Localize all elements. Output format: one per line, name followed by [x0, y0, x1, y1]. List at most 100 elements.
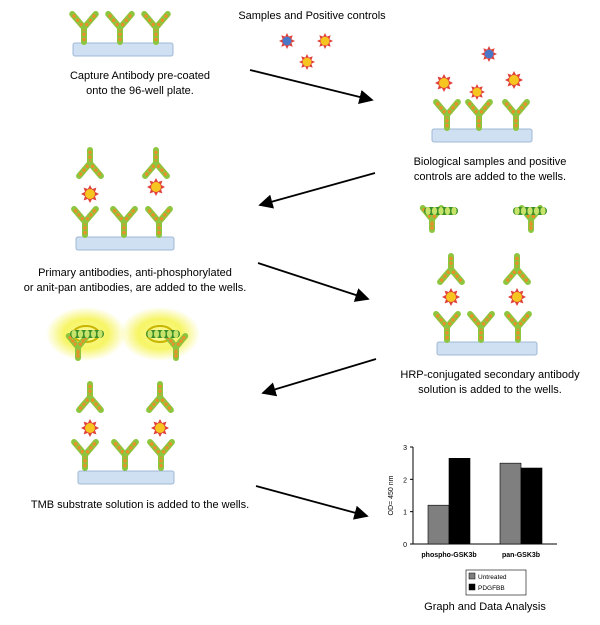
antibody-bead: [174, 354, 178, 358]
legend-swatch: [468, 583, 476, 591]
antibody-bead: [148, 168, 152, 172]
antibody-bead: [92, 209, 97, 213]
antibody-bead: [75, 18, 80, 23]
antibody-bead: [167, 406, 172, 410]
antibody-bead: [168, 442, 173, 446]
antibody-bead: [132, 442, 137, 446]
antibody-bead: [432, 214, 437, 219]
antibody-bead: [447, 109, 452, 114]
antibody-bead: [156, 164, 161, 169]
antibody-bead: [83, 463, 87, 468]
antibody-bead: [72, 14, 76, 18]
step-graph-line-1: Graph and Data Analysis: [424, 601, 546, 613]
antibody-bead: [144, 14, 148, 18]
hrp-enzyme-icon: [146, 330, 180, 338]
analyte-star-icon: [481, 46, 497, 62]
star-core: [446, 292, 456, 302]
antibody-bead: [148, 406, 153, 410]
antibody-bead: [449, 261, 453, 265]
antibody-bead: [505, 278, 510, 282]
antibody-icon: [105, 11, 135, 45]
antibody-icon: [76, 381, 104, 413]
antibody-bead: [84, 22, 89, 27]
antibody-icon: [111, 439, 139, 471]
antibody-bead: [118, 32, 122, 37]
antibody-bead: [123, 463, 127, 468]
antibody-bead: [445, 331, 449, 335]
hrp-enzyme-icon: [513, 207, 547, 215]
antibody-bead: [516, 331, 520, 335]
antibody-bead: [125, 449, 130, 454]
antibody-bead: [89, 213, 93, 217]
antibody-bead: [79, 22, 84, 27]
antibody-bead: [151, 22, 156, 27]
antibody-bead: [78, 406, 83, 410]
antibody-bead: [89, 446, 93, 450]
antibody-bead: [83, 230, 87, 235]
antibody-icon: [147, 439, 175, 471]
antibody-bead: [117, 446, 121, 450]
antibody-bead: [76, 350, 80, 354]
hrp-segment: [425, 207, 431, 215]
antibody-bead: [471, 106, 475, 110]
step-primary-caption: Primary antibodies, anti-phosphorylated …: [0, 266, 270, 296]
antibody-bead: [160, 168, 164, 172]
antibody-bead: [515, 261, 519, 265]
antibody-bead: [160, 18, 165, 23]
bar-pdgfbb-0: [448, 458, 471, 545]
legend-label: Untreated: [478, 574, 507, 581]
antibody-bead: [157, 230, 161, 235]
step-hrp-caption: HRP-conjugated secondary antibody soluti…: [380, 368, 600, 398]
star-core: [512, 292, 522, 302]
antibody-bead: [515, 256, 519, 261]
antibody-bead: [147, 209, 152, 213]
antibody-bead: [164, 14, 168, 18]
antibody-icon: [142, 147, 170, 179]
antibody-icon: [146, 381, 174, 413]
step-capture-line-1: Capture Antibody pre-coated: [69, 70, 211, 82]
antibody-icon: [433, 311, 461, 343]
hrp-segment: [166, 330, 173, 338]
well-plate: [75, 236, 175, 251]
antibody-bead: [445, 335, 449, 340]
antibody-icon: [141, 11, 171, 45]
antibody-bead: [516, 335, 520, 340]
antibody-bead: [477, 119, 481, 123]
antibody-bead: [77, 446, 81, 450]
analyte-star-icon: [317, 33, 333, 49]
antibody-icon: [437, 253, 465, 285]
antibody-icon: [465, 99, 493, 131]
antibody-bead: [124, 18, 129, 23]
antibody-bead: [116, 213, 120, 217]
step-hrp-line-1: HRP-conjugated secondary antibody: [400, 369, 580, 381]
analyte-layer: [81, 33, 526, 437]
antibody-bead: [159, 463, 163, 468]
hrp-segment: [540, 207, 546, 215]
antibody-bead: [521, 274, 525, 278]
antibody-bead: [83, 459, 87, 463]
antibody-bead: [516, 109, 521, 114]
antibody-bead: [73, 442, 78, 446]
antibody-bead: [108, 14, 112, 18]
arrow-layer: [249, 69, 377, 520]
antibody-bead: [120, 22, 125, 27]
legend-box: [465, 569, 527, 596]
antibody-bead: [525, 314, 530, 318]
analyte-star-icon: [435, 74, 453, 92]
antibody-bead: [473, 318, 477, 322]
analyte-star-icon: [81, 185, 99, 203]
bar-untreated-1: [499, 462, 522, 545]
antibody-bead: [88, 384, 92, 389]
antibody-bead: [159, 459, 163, 463]
hrp-segment: [173, 330, 179, 338]
antibody-bead: [443, 274, 447, 278]
antibody-bead: [523, 102, 528, 106]
antibody-bead: [435, 314, 440, 318]
hrp-segment: [71, 330, 77, 338]
antibody-bead: [514, 123, 518, 128]
hrp-enzyme-icon: [70, 330, 104, 338]
antibody-bead: [78, 342, 83, 347]
y-tick-label: 3: [403, 445, 407, 452]
legend-swatch: [468, 572, 476, 580]
antibody-bead: [97, 172, 102, 176]
